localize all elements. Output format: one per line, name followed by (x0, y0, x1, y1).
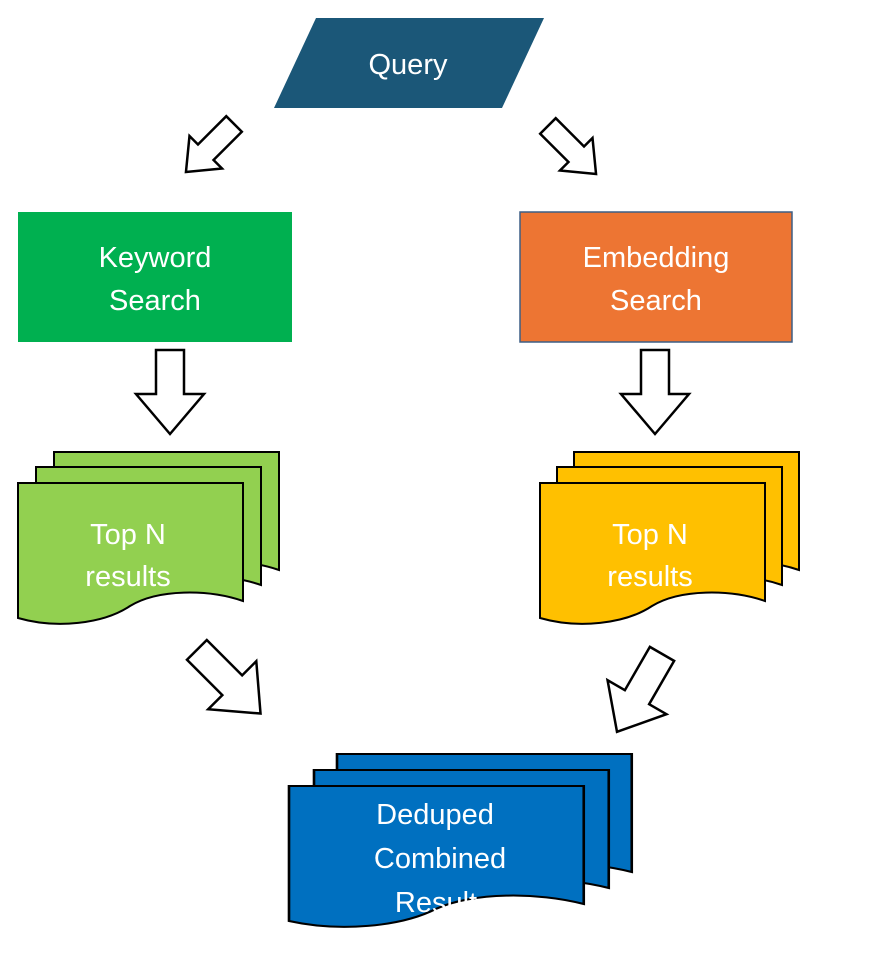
arrow-query-to-keyword (184, 114, 244, 174)
arrow-keyword-to-results (133, 348, 207, 436)
embedding-search-line2: Search (610, 285, 702, 317)
embedding-search-line1: Embedding (583, 242, 730, 274)
arrow-embedding-results-to-combined (605, 645, 676, 734)
embedding-search-node: Embedding Search (519, 211, 793, 343)
query-shape (274, 18, 544, 108)
combined-line2: Combined (374, 843, 506, 875)
query-node: Query (274, 18, 544, 108)
keyword-search-node: Keyword Search (18, 212, 292, 342)
keyword-results-line2: results (85, 561, 170, 593)
arrow-embedding-to-results (618, 348, 692, 436)
combined-line1: Deduped (376, 799, 494, 831)
embedding-results-doc-front (539, 482, 766, 625)
keyword-search-box (18, 212, 292, 342)
keyword-results-doc-front (17, 482, 244, 625)
arrow-query-to-embedding (538, 116, 598, 176)
query-label: Query (369, 49, 448, 81)
keyword-search-line2: Search (109, 285, 201, 317)
embedding-search-box (519, 211, 793, 343)
embedding-results-line2: results (607, 561, 692, 593)
combined-line3: Result (395, 887, 477, 919)
keyword-results-line1: Top N (90, 519, 166, 551)
arrow-keyword-results-to-combined (185, 638, 262, 715)
embedding-results-line1: Top N (612, 519, 688, 551)
keyword-search-line1: Keyword (99, 242, 212, 274)
